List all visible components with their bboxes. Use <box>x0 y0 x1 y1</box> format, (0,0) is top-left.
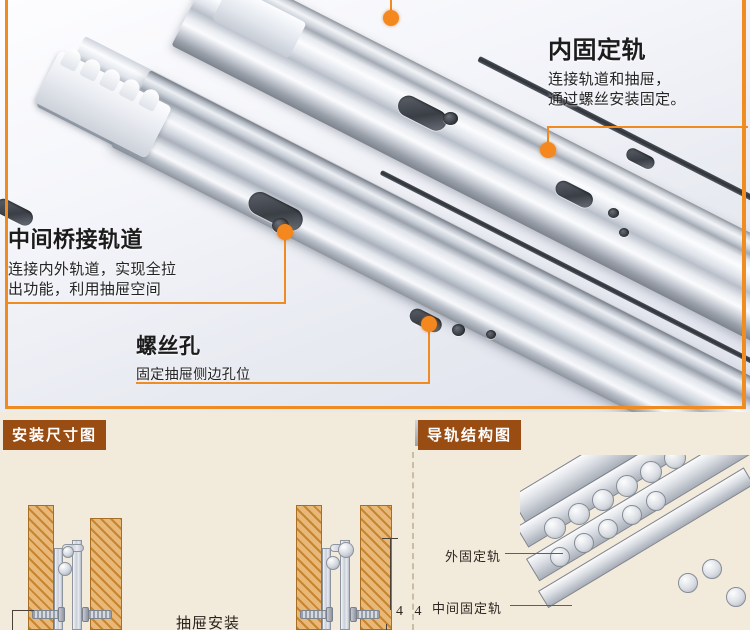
annotation-description: 连接轨道和抽屉， 通过螺丝安装固定。 <box>548 70 686 110</box>
iso-ball-bearing <box>640 461 662 483</box>
annotation-inner-fixed-rail: 内固定轨 连接轨道和抽屉， 通过螺丝安装固定。 <box>548 30 686 110</box>
cutaway-label-middle-rail: 中间固定轨 <box>432 601 503 616</box>
photo-accent-border-left <box>5 0 8 409</box>
annotation-desc-line: 固定抽屉侧边孔位 <box>136 366 251 382</box>
wood-panel-cabinet <box>296 505 322 630</box>
rail-hole-screw <box>452 324 465 336</box>
iso-ball-bearing <box>646 491 666 511</box>
product-photo-panel: 内固定轨 连接轨道和抽屉， 通过螺丝安装固定。 中间桥接轨道 连接内外轨道，实现… <box>0 0 750 412</box>
leader-line-middle-rail-horizontal <box>8 302 286 304</box>
photo-accent-border-right <box>742 0 746 409</box>
ball-bearing <box>58 562 72 576</box>
annotation-title: 内固定轨 <box>548 37 646 64</box>
annotation-screw-hole: 螺丝孔 固定抽屉侧边孔位 <box>136 330 250 383</box>
section-badge-rail-structure: 导轨结构图 <box>418 420 522 450</box>
annotation-title: 螺丝孔 <box>136 335 201 358</box>
screw-head <box>326 607 333 622</box>
leader-line-inner-rail-horizontal <box>548 126 748 128</box>
callout-dot-screw-hole <box>421 316 437 332</box>
rail-hole <box>608 208 619 218</box>
rail-hole <box>619 228 629 237</box>
clipped-caption: 抽屉安装 <box>176 615 241 630</box>
screw-head <box>350 607 357 622</box>
iso-ball-bearing <box>702 559 722 579</box>
ball-bearing <box>338 542 354 558</box>
annotation-desc-line: 出功能，利用抽屉空间 <box>8 280 162 298</box>
leader-line-top-vertical <box>390 0 392 14</box>
iso-ball-bearing <box>616 475 638 497</box>
iso-ball-bearing <box>598 519 618 539</box>
callout-dot-inner-rail <box>540 142 556 158</box>
leader-line-screw-hole-vertical <box>428 330 430 382</box>
screw-head <box>58 607 65 622</box>
iso-ball-bearing <box>622 505 642 525</box>
leader-line-middle-rail-vertical <box>284 238 286 302</box>
iso-ball-bearing <box>568 503 590 525</box>
wood-panel-drawer <box>360 505 392 630</box>
rail-hole <box>486 330 496 339</box>
dimension-value-label: 4 4 <box>396 604 426 619</box>
cutaway-leader-outer <box>505 553 563 554</box>
callout-dot-top-rail <box>383 10 399 26</box>
callout-dot-middle-rail <box>277 224 293 240</box>
dimension-tick-bottom <box>386 624 387 630</box>
annotation-title: 中间桥接轨道 <box>8 227 144 252</box>
screw-head <box>82 607 89 622</box>
annotation-description: 固定抽屉侧边孔位 <box>136 365 250 383</box>
dimension-line-vertical <box>390 538 391 610</box>
iso-ball-bearing <box>550 547 570 567</box>
badge-tick-mark <box>415 420 420 446</box>
cutaway-label-outer-rail: 外固定轨 <box>445 549 502 564</box>
rail-structure-cutaway <box>520 455 750 630</box>
iso-ball-bearing <box>726 587 746 607</box>
dimension-line-vertical <box>12 610 13 630</box>
ball-bearing <box>326 556 340 570</box>
dimension-line-horizontal <box>12 610 34 611</box>
cutaway-leader-middle <box>510 605 572 606</box>
iso-ball-bearing <box>678 573 698 593</box>
annotation-desc-line: 连接轨道和抽屉， <box>548 71 671 88</box>
rail-hole <box>443 112 458 125</box>
annotation-middle-bridge-rail: 中间桥接轨道 连接内外轨道，实现全拉 出功能，利用抽屉空间 <box>8 222 176 300</box>
leader-line-inner-rail-vertical <box>547 126 549 148</box>
mounting-screw <box>300 610 328 619</box>
dimension-tick-top <box>382 538 398 539</box>
section-badge-installation-dimensions: 安装尺寸图 <box>3 420 107 450</box>
annotation-description: 连接内外轨道，实现全拉 出功能，利用抽屉空间 <box>8 260 176 300</box>
annotation-desc-line: 连接内外轨道，实现全拉 <box>8 261 177 278</box>
mounting-screw <box>32 610 60 619</box>
iso-ball-bearing <box>592 489 614 511</box>
leader-line-screw-hole-horizontal <box>136 382 430 384</box>
photo-accent-border-bottom <box>5 406 746 409</box>
iso-ball-bearing <box>544 517 566 539</box>
section-divider <box>412 452 414 630</box>
annotation-desc-line: 通过螺丝安装固定。 <box>548 90 686 108</box>
iso-ball-bearing <box>574 533 594 553</box>
ball-bearing <box>62 546 74 558</box>
